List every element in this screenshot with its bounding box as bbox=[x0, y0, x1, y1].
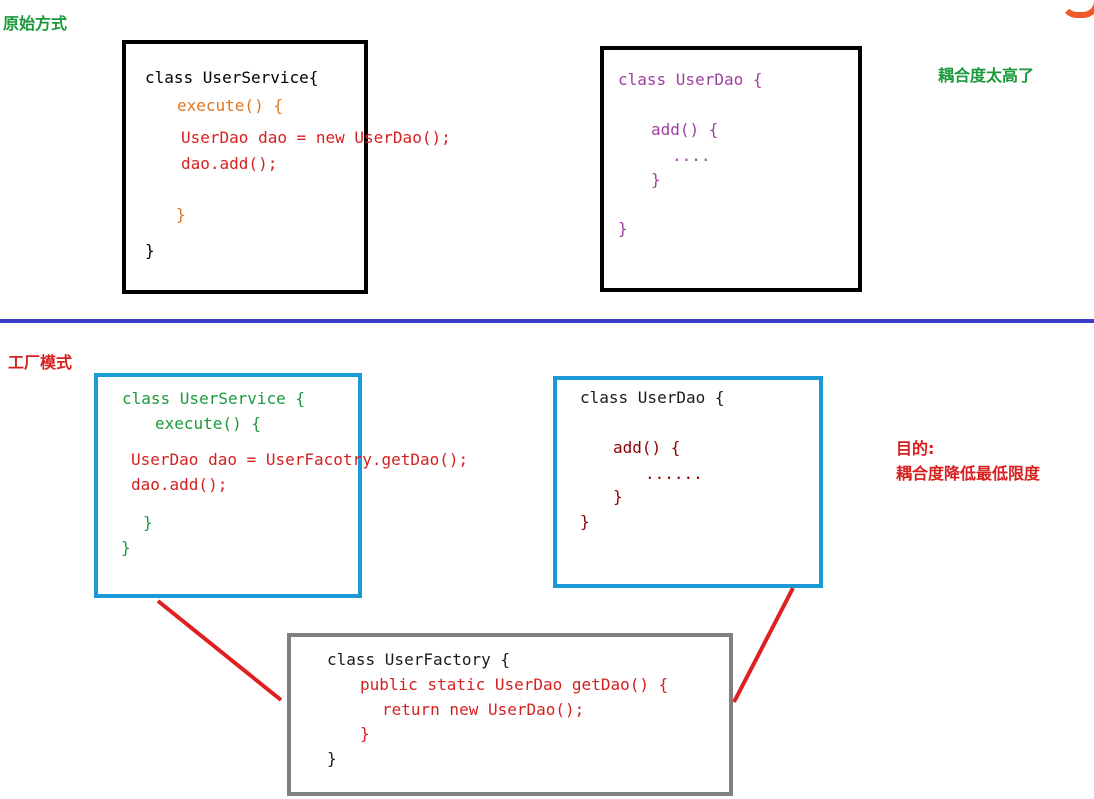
code-line: add() { bbox=[613, 438, 681, 457]
factory-userservice-box bbox=[94, 373, 362, 598]
code-line: } bbox=[176, 205, 186, 224]
code-line: dao.add(); bbox=[131, 475, 228, 494]
code-line: dao.add(); bbox=[181, 154, 278, 173]
original-userservice-box bbox=[122, 40, 368, 294]
logo-fragment bbox=[1060, 0, 1094, 18]
code-line: class UserService{ bbox=[145, 68, 319, 87]
code-line: execute() { bbox=[155, 414, 261, 433]
factory-userdao-box bbox=[553, 376, 823, 588]
code-line: class UserService { bbox=[122, 389, 306, 408]
section-label-factory: 工厂模式 bbox=[8, 353, 73, 372]
code-line: UserDao dao = UserFacotry.getDao(); bbox=[131, 450, 469, 469]
code-line: class UserDao { bbox=[618, 70, 763, 89]
userfactory-box bbox=[287, 633, 733, 796]
code-line: } bbox=[580, 512, 590, 531]
code-line: ...... bbox=[645, 464, 703, 483]
coupling-note: 耦合度太高了 bbox=[938, 66, 1035, 85]
code-line: } bbox=[143, 513, 153, 532]
code-line: } bbox=[360, 724, 370, 743]
goal-label: 目的: bbox=[896, 439, 935, 458]
code-line: return new UserDao(); bbox=[382, 700, 585, 719]
section-divider bbox=[0, 319, 1094, 323]
code-line: } bbox=[145, 241, 155, 260]
code-line: class UserDao { bbox=[580, 388, 725, 407]
section-label-original: 原始方式 bbox=[3, 14, 68, 33]
code-line: } bbox=[121, 538, 131, 557]
connector-service-to-factory bbox=[156, 599, 283, 702]
code-line: class UserFactory { bbox=[327, 650, 511, 669]
code-line: public static UserDao getDao() { bbox=[360, 675, 669, 694]
code-line: add() { bbox=[651, 120, 719, 139]
code-line: } bbox=[327, 749, 337, 768]
code-line: execute() { bbox=[177, 96, 283, 115]
code-line: .... bbox=[672, 146, 711, 165]
code-line: } bbox=[651, 170, 661, 189]
original-userdao-box bbox=[600, 46, 862, 292]
code-line: UserDao dao = new UserDao(); bbox=[181, 128, 451, 147]
connector-dao-to-factory bbox=[732, 587, 795, 703]
code-line: } bbox=[613, 487, 623, 506]
goal-text: 耦合度降低最低限度 bbox=[896, 464, 1041, 483]
code-line: } bbox=[618, 219, 628, 238]
